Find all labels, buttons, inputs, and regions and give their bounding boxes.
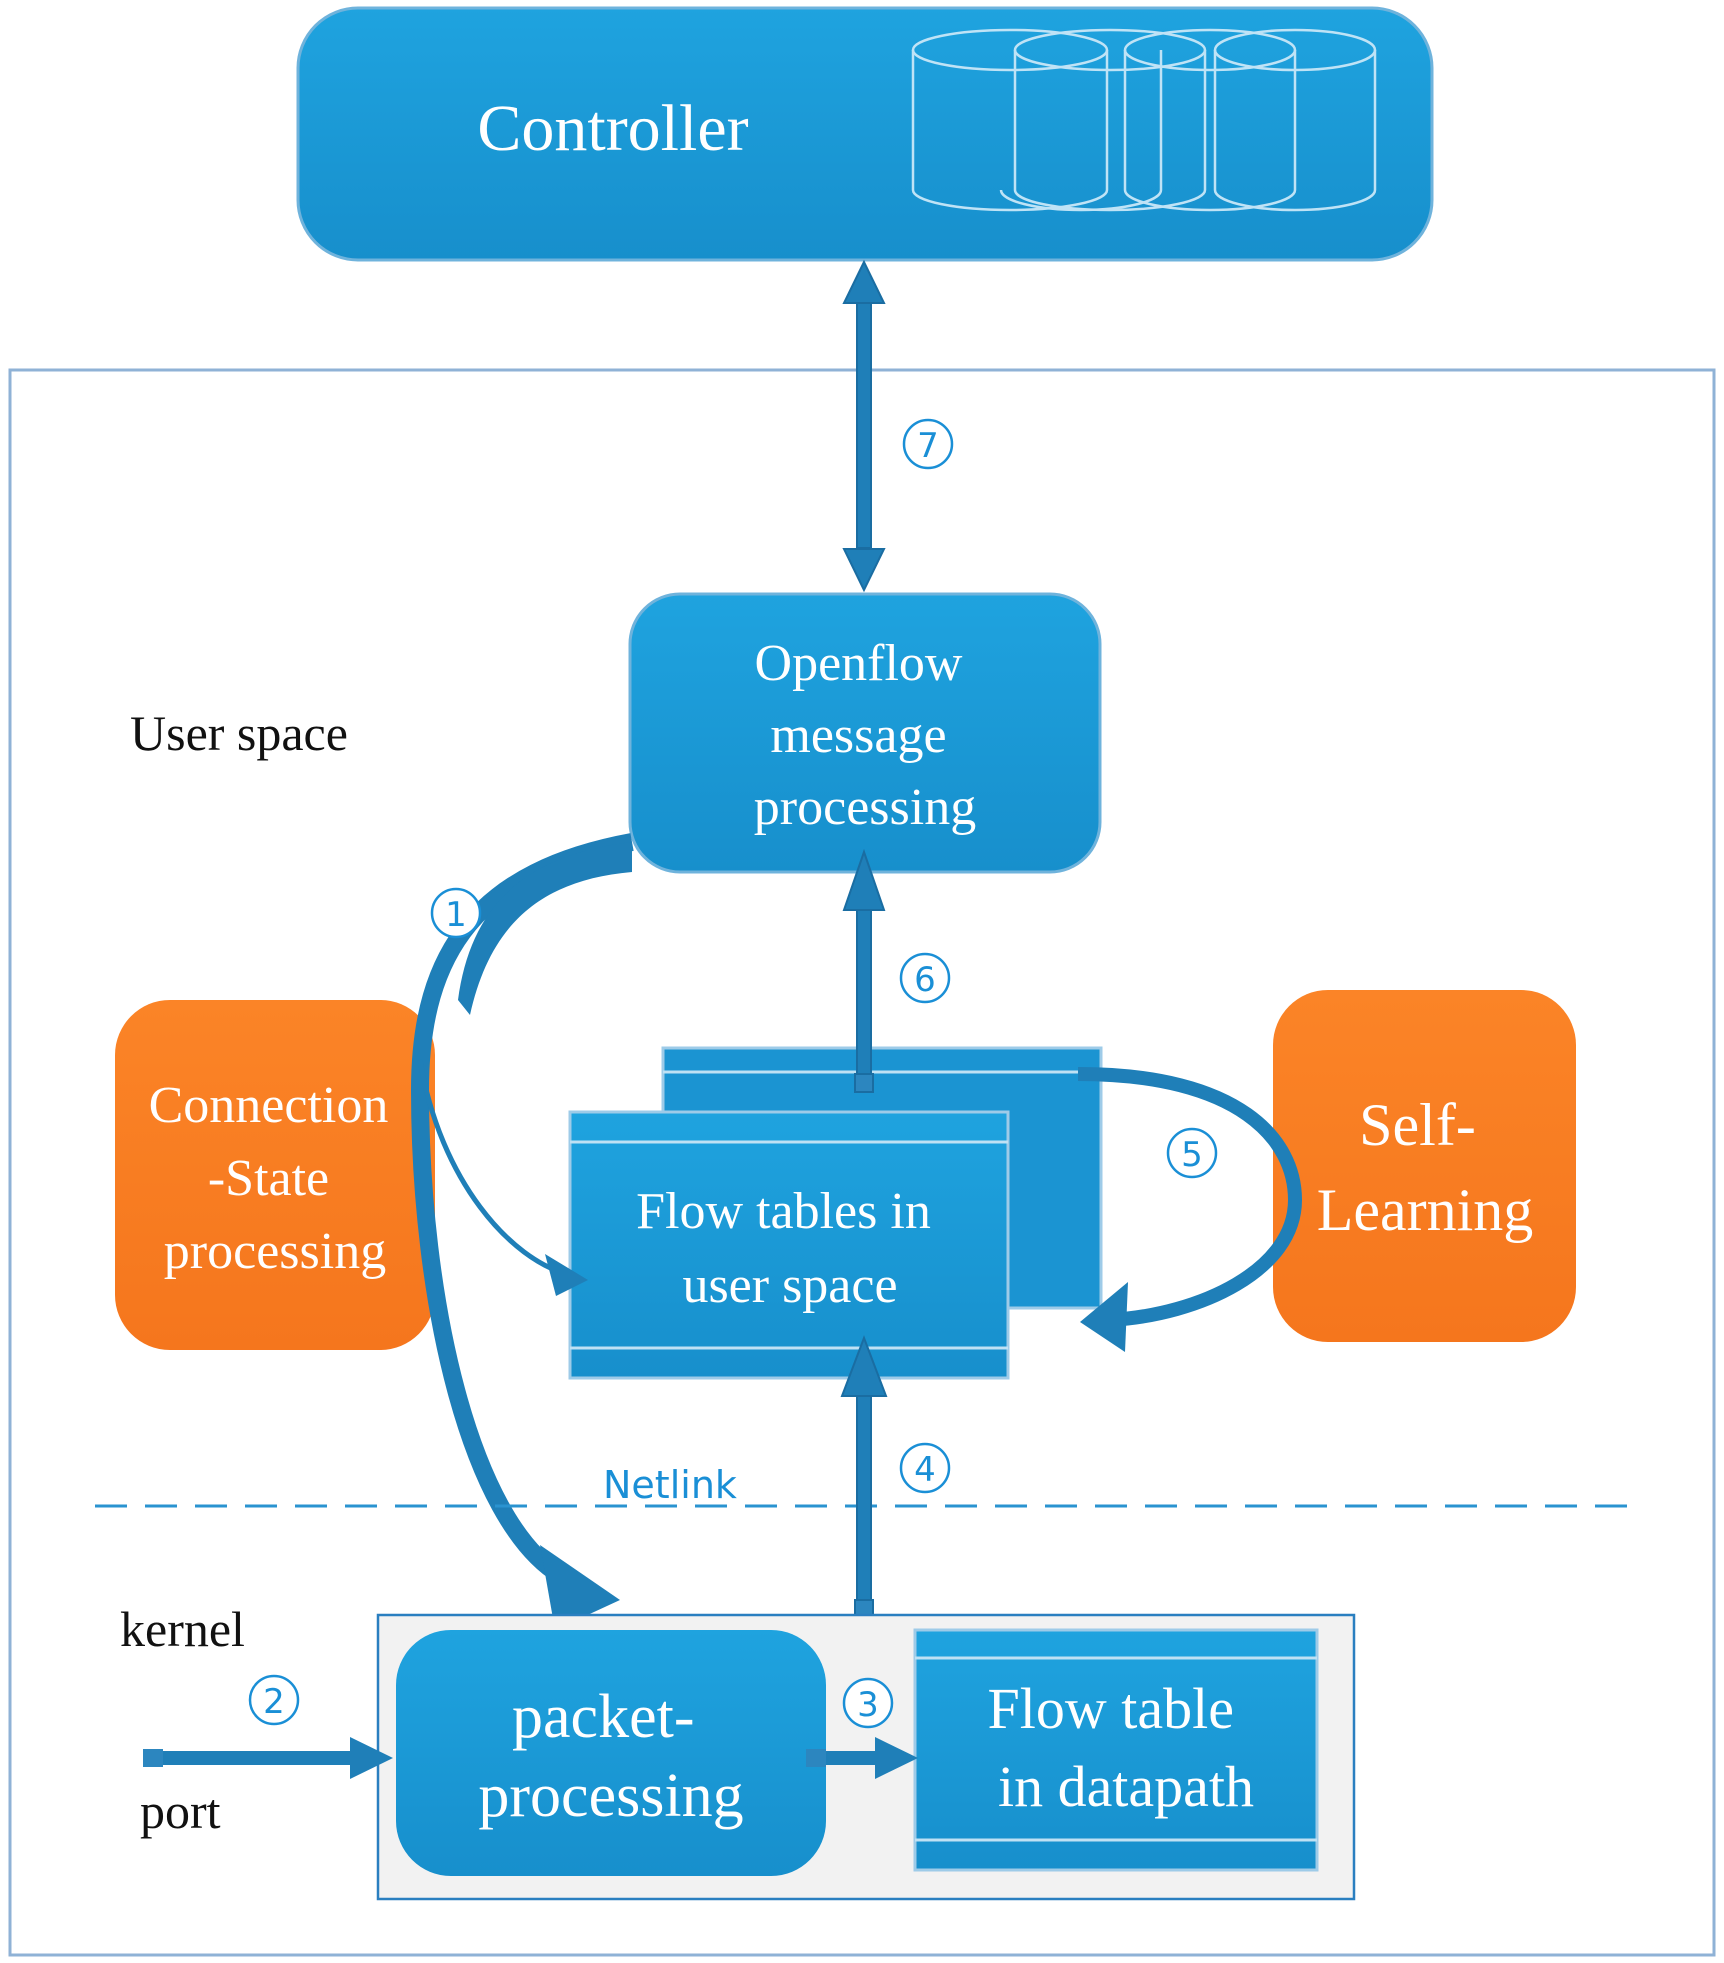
datapath-line-2: in datapath [998, 1754, 1254, 1819]
self-learning-line-1: Self- [1359, 1092, 1476, 1158]
arrow-6-up [842, 848, 886, 1093]
arrow-1-openflow-to-packet [410, 833, 634, 1630]
step-7-marker: 7 [902, 418, 954, 470]
svg-text:Self- Learning: Self- Learning [1317, 1092, 1534, 1243]
datapath-flow-table: Flow table in datapath [913, 1628, 1319, 1872]
datapath-line-1: Flow table [988, 1676, 1234, 1741]
arrow-7-bidirectional [842, 259, 886, 593]
svg-text:5: 5 [1181, 1135, 1203, 1175]
svg-text:3: 3 [857, 1685, 879, 1725]
step-5-marker: 5 [1166, 1127, 1218, 1179]
netlink-label: Netlink [603, 1463, 737, 1507]
openflow-line-1: Openflow [755, 635, 963, 692]
svg-text:2: 2 [263, 1682, 285, 1722]
step-3-marker: 3 [842, 1677, 894, 1729]
step-1-marker: 1 [430, 887, 482, 939]
step-2-marker: 2 [248, 1674, 300, 1726]
arrow-5-self-learning-loop [1077, 1067, 1303, 1352]
user-flow-line-1: Flow tables in [636, 1183, 931, 1240]
openflow-line-2: message [770, 707, 946, 764]
port-label: port [140, 1783, 221, 1839]
svg-text:Flow table in datapath: Flow table in datapath [988, 1676, 1255, 1819]
svg-text:6: 6 [914, 960, 936, 1000]
step-4-marker: 4 [899, 1442, 951, 1494]
kernel-label: kernel [120, 1601, 245, 1657]
svg-text:7: 7 [917, 426, 939, 466]
connection-line-2: -State [208, 1150, 329, 1207]
packet-processing-box: packet- processing [396, 1630, 826, 1876]
connection-state-processing-box: Connection -State processing [115, 1000, 435, 1350]
packet-line-1: packet- [512, 1683, 694, 1751]
self-learning-box: Self- Learning [1273, 990, 1576, 1342]
openflow-line-3: processing [754, 779, 976, 836]
database-cylinders-icon [911, 28, 1377, 212]
arrow-2-port-in [143, 1737, 393, 1779]
arrow-4-up [840, 1335, 888, 1623]
controller-box: Controller [296, 6, 1434, 262]
packet-line-2: processing [478, 1762, 743, 1830]
flow-table-front: Flow tables in user space [568, 1110, 1010, 1380]
connection-line-1: Connection [149, 1077, 389, 1134]
svg-text:packet- processing: packet- processing [478, 1683, 743, 1830]
user-space-flow-tables: Flow tables in user space [568, 1046, 1103, 1380]
svg-text:1: 1 [445, 895, 467, 935]
arrow-3-to-datapath [806, 1737, 918, 1779]
svg-text:4: 4 [914, 1450, 936, 1490]
step-6-marker: 6 [899, 952, 951, 1004]
self-learning-line-2: Learning [1317, 1177, 1534, 1243]
openflow-message-processing-box: Openflow message processing [628, 592, 1102, 874]
svg-text:Openflow message p: Openflow message processing [754, 635, 976, 836]
svg-text:Flow tables in user sp: Flow tables in user space [636, 1183, 944, 1314]
user-space-label: User space [130, 705, 348, 761]
user-flow-line-2: user space [682, 1257, 897, 1314]
controller-label: Controller [477, 92, 748, 165]
connection-line-3: processing [164, 1223, 386, 1280]
svg-text:Connection -State: Connection -State processing [149, 1077, 402, 1280]
